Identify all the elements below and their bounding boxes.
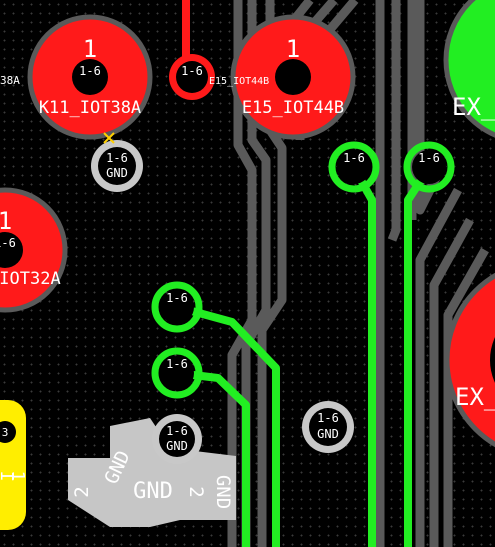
gray-trace[interactable] [387, 0, 401, 242]
selection-marker-icon[interactable] [103, 132, 115, 144]
via-layer-label: 1-6 [166, 291, 188, 305]
via-e15[interactable]: 1-6 E15_IOT44B [169, 54, 269, 100]
zone-pin-number: 2 [185, 486, 207, 497]
pad-ex-top[interactable]: EX_ [443, 0, 495, 142]
green-via[interactable]: 1-6 [403, 141, 455, 193]
pad-layer-label: 1-6 [79, 64, 101, 78]
pad-net-fragment: 3 [2, 426, 9, 439]
via-net-label: GND [166, 439, 188, 453]
pad-net-label: EX_ [452, 93, 495, 121]
pad-iot32a[interactable]: 1 1-6 IOT32A [0, 187, 68, 313]
gnd-via[interactable]: 1-6 GND [152, 414, 202, 464]
pad-ex-bottom[interactable]: EX_ [444, 262, 495, 458]
pad-number: 1 [0, 207, 12, 235]
via-layer-label: 1-6 [343, 151, 365, 165]
gray-trace[interactable] [429, 217, 474, 547]
pad-net-label-fragment: 38A [0, 74, 20, 87]
green-via[interactable]: 1-6 [151, 281, 203, 333]
pad-yellow[interactable]: 3 1 I [0, 400, 28, 530]
pad-number: 1 [286, 35, 300, 63]
via-layer-label: 1-6 [418, 151, 440, 165]
pad-net-label: IOT32A [0, 269, 61, 289]
zone-pin-number: 2 [71, 486, 93, 497]
gnd-via[interactable]: 1-6 GND [91, 140, 143, 192]
green-via[interactable]: 1-6 [151, 347, 203, 399]
gray-trace[interactable] [443, 247, 489, 547]
green-trace[interactable] [350, 166, 376, 547]
pad-net-label: K11_IOT38A [39, 98, 141, 118]
green-trace[interactable] [175, 303, 280, 547]
gnd-zone[interactable]: GND GND 2 2 GND [68, 418, 236, 527]
pad-net-label: E15_IOT44B [242, 98, 344, 118]
gnd-via[interactable]: 1-6 GND [302, 401, 354, 453]
pad-layer-label: 1-6 [0, 236, 16, 250]
pad-text-fragment: I [0, 471, 17, 482]
via-layer-label: 1-6 [181, 64, 203, 78]
via-layer-label: 1-6 [166, 357, 188, 371]
via-layer-label: 1-6 [317, 411, 339, 425]
pad-k11[interactable]: 1 1-6 K11_IOT38A 38A [0, 14, 153, 140]
pad-e15[interactable]: 1 E15_IOT44B [230, 14, 356, 140]
zone-net-label: GND [212, 475, 234, 509]
via-layer-label: 1-6 [106, 151, 128, 165]
via-layer-label: 1-6 [166, 424, 188, 438]
via-net-label: GND [317, 427, 339, 441]
pad-net-label: EX_ [455, 383, 495, 411]
pad-number: 1 [7, 471, 28, 482]
gray-trace[interactable] [415, 187, 462, 547]
via-net-label: E15_IOT44B [209, 76, 269, 87]
green-via[interactable]: 1-6 [328, 141, 380, 193]
via-net-label: GND [106, 166, 128, 180]
zone-net-label: GND [133, 479, 173, 504]
pad-number: 1 [83, 35, 97, 63]
